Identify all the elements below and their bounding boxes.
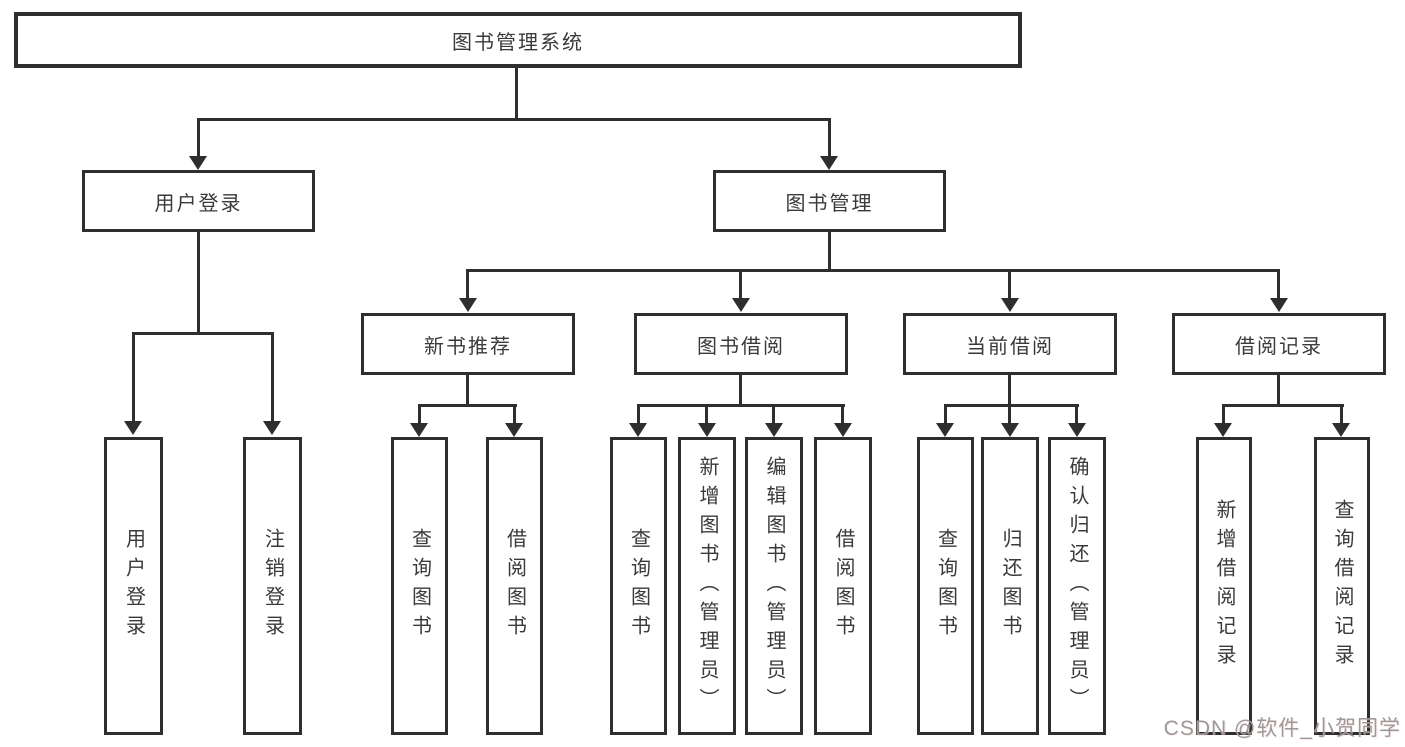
arrow-down-icon [834, 423, 852, 437]
arrow-down-icon [1332, 423, 1350, 437]
arrow-down-icon [124, 421, 142, 435]
arrow-down-icon [189, 156, 207, 170]
connector-line [637, 404, 845, 407]
connector-line [1340, 404, 1343, 424]
arrow-down-icon [459, 298, 477, 312]
node-root: 图书管理系统 [14, 12, 1022, 68]
node-root-label: 图书管理系统 [452, 31, 584, 54]
connector-line [1277, 375, 1280, 407]
leaf-borrow-query: 查询图书 [610, 437, 667, 735]
leaf-current-return: 归还图书 [981, 437, 1039, 735]
leaf-borrow-add-admin: 新增图书（管理员） [678, 437, 736, 735]
connector-line [739, 375, 742, 407]
leaf-newbooks-borrow: 借阅图书 [486, 437, 543, 735]
arrow-down-icon [732, 298, 750, 312]
arrow-down-icon [765, 423, 783, 437]
connector-line [772, 404, 775, 424]
connector-line [1008, 404, 1011, 424]
leaf-user-login-label: 用户登录 [122, 528, 145, 644]
connector-line [828, 232, 831, 272]
connector-line [513, 404, 516, 424]
connector-line [466, 269, 1280, 272]
leaf-records-query-label: 查询借阅记录 [1331, 499, 1353, 673]
node-new-books: 新书推荐 [361, 313, 575, 375]
node-current-borrow-label: 当前借阅 [966, 335, 1054, 358]
node-user-login-label: 用户登录 [154, 192, 243, 215]
node-book-management: 图书管理 [713, 170, 946, 232]
connector-line [197, 118, 831, 121]
leaf-current-confirm-admin-label: 确认归还（管理员） [1066, 455, 1088, 717]
connector-line [1222, 404, 1225, 424]
arrow-down-icon [1001, 298, 1019, 312]
leaf-borrow-edit-admin: 编辑图书（管理员） [745, 437, 803, 735]
connector-line [1008, 269, 1011, 298]
connector-line [197, 232, 200, 335]
node-book-management-label: 图书管理 [785, 192, 874, 215]
connector-line [705, 404, 708, 424]
leaf-logout-label: 注销登录 [261, 528, 284, 644]
leaf-records-add-label: 新增借阅记录 [1213, 499, 1235, 673]
node-current-borrow: 当前借阅 [903, 313, 1117, 375]
leaf-borrow-borrow-label: 借阅图书 [832, 528, 854, 644]
arrow-down-icon [1270, 298, 1288, 312]
leaf-newbooks-query: 查询图书 [391, 437, 448, 735]
connector-line [841, 404, 844, 424]
connector-line [132, 332, 135, 421]
leaf-borrow-edit-admin-label: 编辑图书（管理员） [763, 455, 785, 717]
connector-line [132, 332, 274, 335]
connector-line [1075, 404, 1078, 424]
node-book-borrow-label: 图书借阅 [697, 335, 785, 358]
node-user-login: 用户登录 [82, 170, 315, 232]
arrow-down-icon [936, 423, 954, 437]
leaf-records-query: 查询借阅记录 [1314, 437, 1370, 735]
connector-line [466, 375, 469, 407]
node-borrow-records: 借阅记录 [1172, 313, 1386, 375]
leaf-borrow-borrow: 借阅图书 [814, 437, 872, 735]
node-new-books-label: 新书推荐 [424, 335, 512, 358]
leaf-current-query-label: 查询图书 [934, 528, 957, 644]
leaf-current-confirm-admin: 确认归还（管理员） [1048, 437, 1106, 735]
connector-line [418, 404, 421, 424]
arrow-down-icon [698, 423, 716, 437]
connector-line [637, 404, 640, 424]
connector-line [944, 404, 947, 424]
connector-line [197, 118, 200, 158]
connector-line [466, 269, 469, 298]
node-borrow-records-label: 借阅记录 [1235, 335, 1323, 358]
csdn-watermark: CSDN @软件_小贺同学 [1163, 717, 1401, 740]
leaf-current-return-label: 归还图书 [999, 528, 1021, 644]
leaf-user-login: 用户登录 [104, 437, 163, 735]
leaf-newbooks-query-label: 查询图书 [408, 528, 431, 644]
arrow-down-icon [505, 423, 523, 437]
arrow-down-icon [1214, 423, 1232, 437]
arrow-down-icon [820, 156, 838, 170]
connector-line [271, 332, 274, 421]
connector-line [1008, 375, 1011, 407]
connector-line [944, 404, 1079, 407]
node-book-borrow: 图书借阅 [634, 313, 848, 375]
connector-line [739, 269, 742, 298]
connector-line [515, 68, 518, 120]
connector-line [1222, 404, 1344, 407]
arrow-down-icon [629, 423, 647, 437]
arrow-down-icon [410, 423, 428, 437]
leaf-borrow-query-label: 查询图书 [627, 528, 650, 644]
arrow-down-icon [1001, 423, 1019, 437]
leaf-records-add: 新增借阅记录 [1196, 437, 1252, 735]
connector-line [828, 118, 831, 158]
connector-line [1277, 269, 1280, 298]
arrow-down-icon [1068, 423, 1086, 437]
leaf-borrow-add-admin-label: 新增图书（管理员） [696, 455, 718, 717]
connector-line [418, 404, 517, 407]
leaf-newbooks-borrow-label: 借阅图书 [503, 528, 526, 644]
leaf-current-query: 查询图书 [917, 437, 974, 735]
leaf-logout: 注销登录 [243, 437, 302, 735]
arrow-down-icon [263, 421, 281, 435]
